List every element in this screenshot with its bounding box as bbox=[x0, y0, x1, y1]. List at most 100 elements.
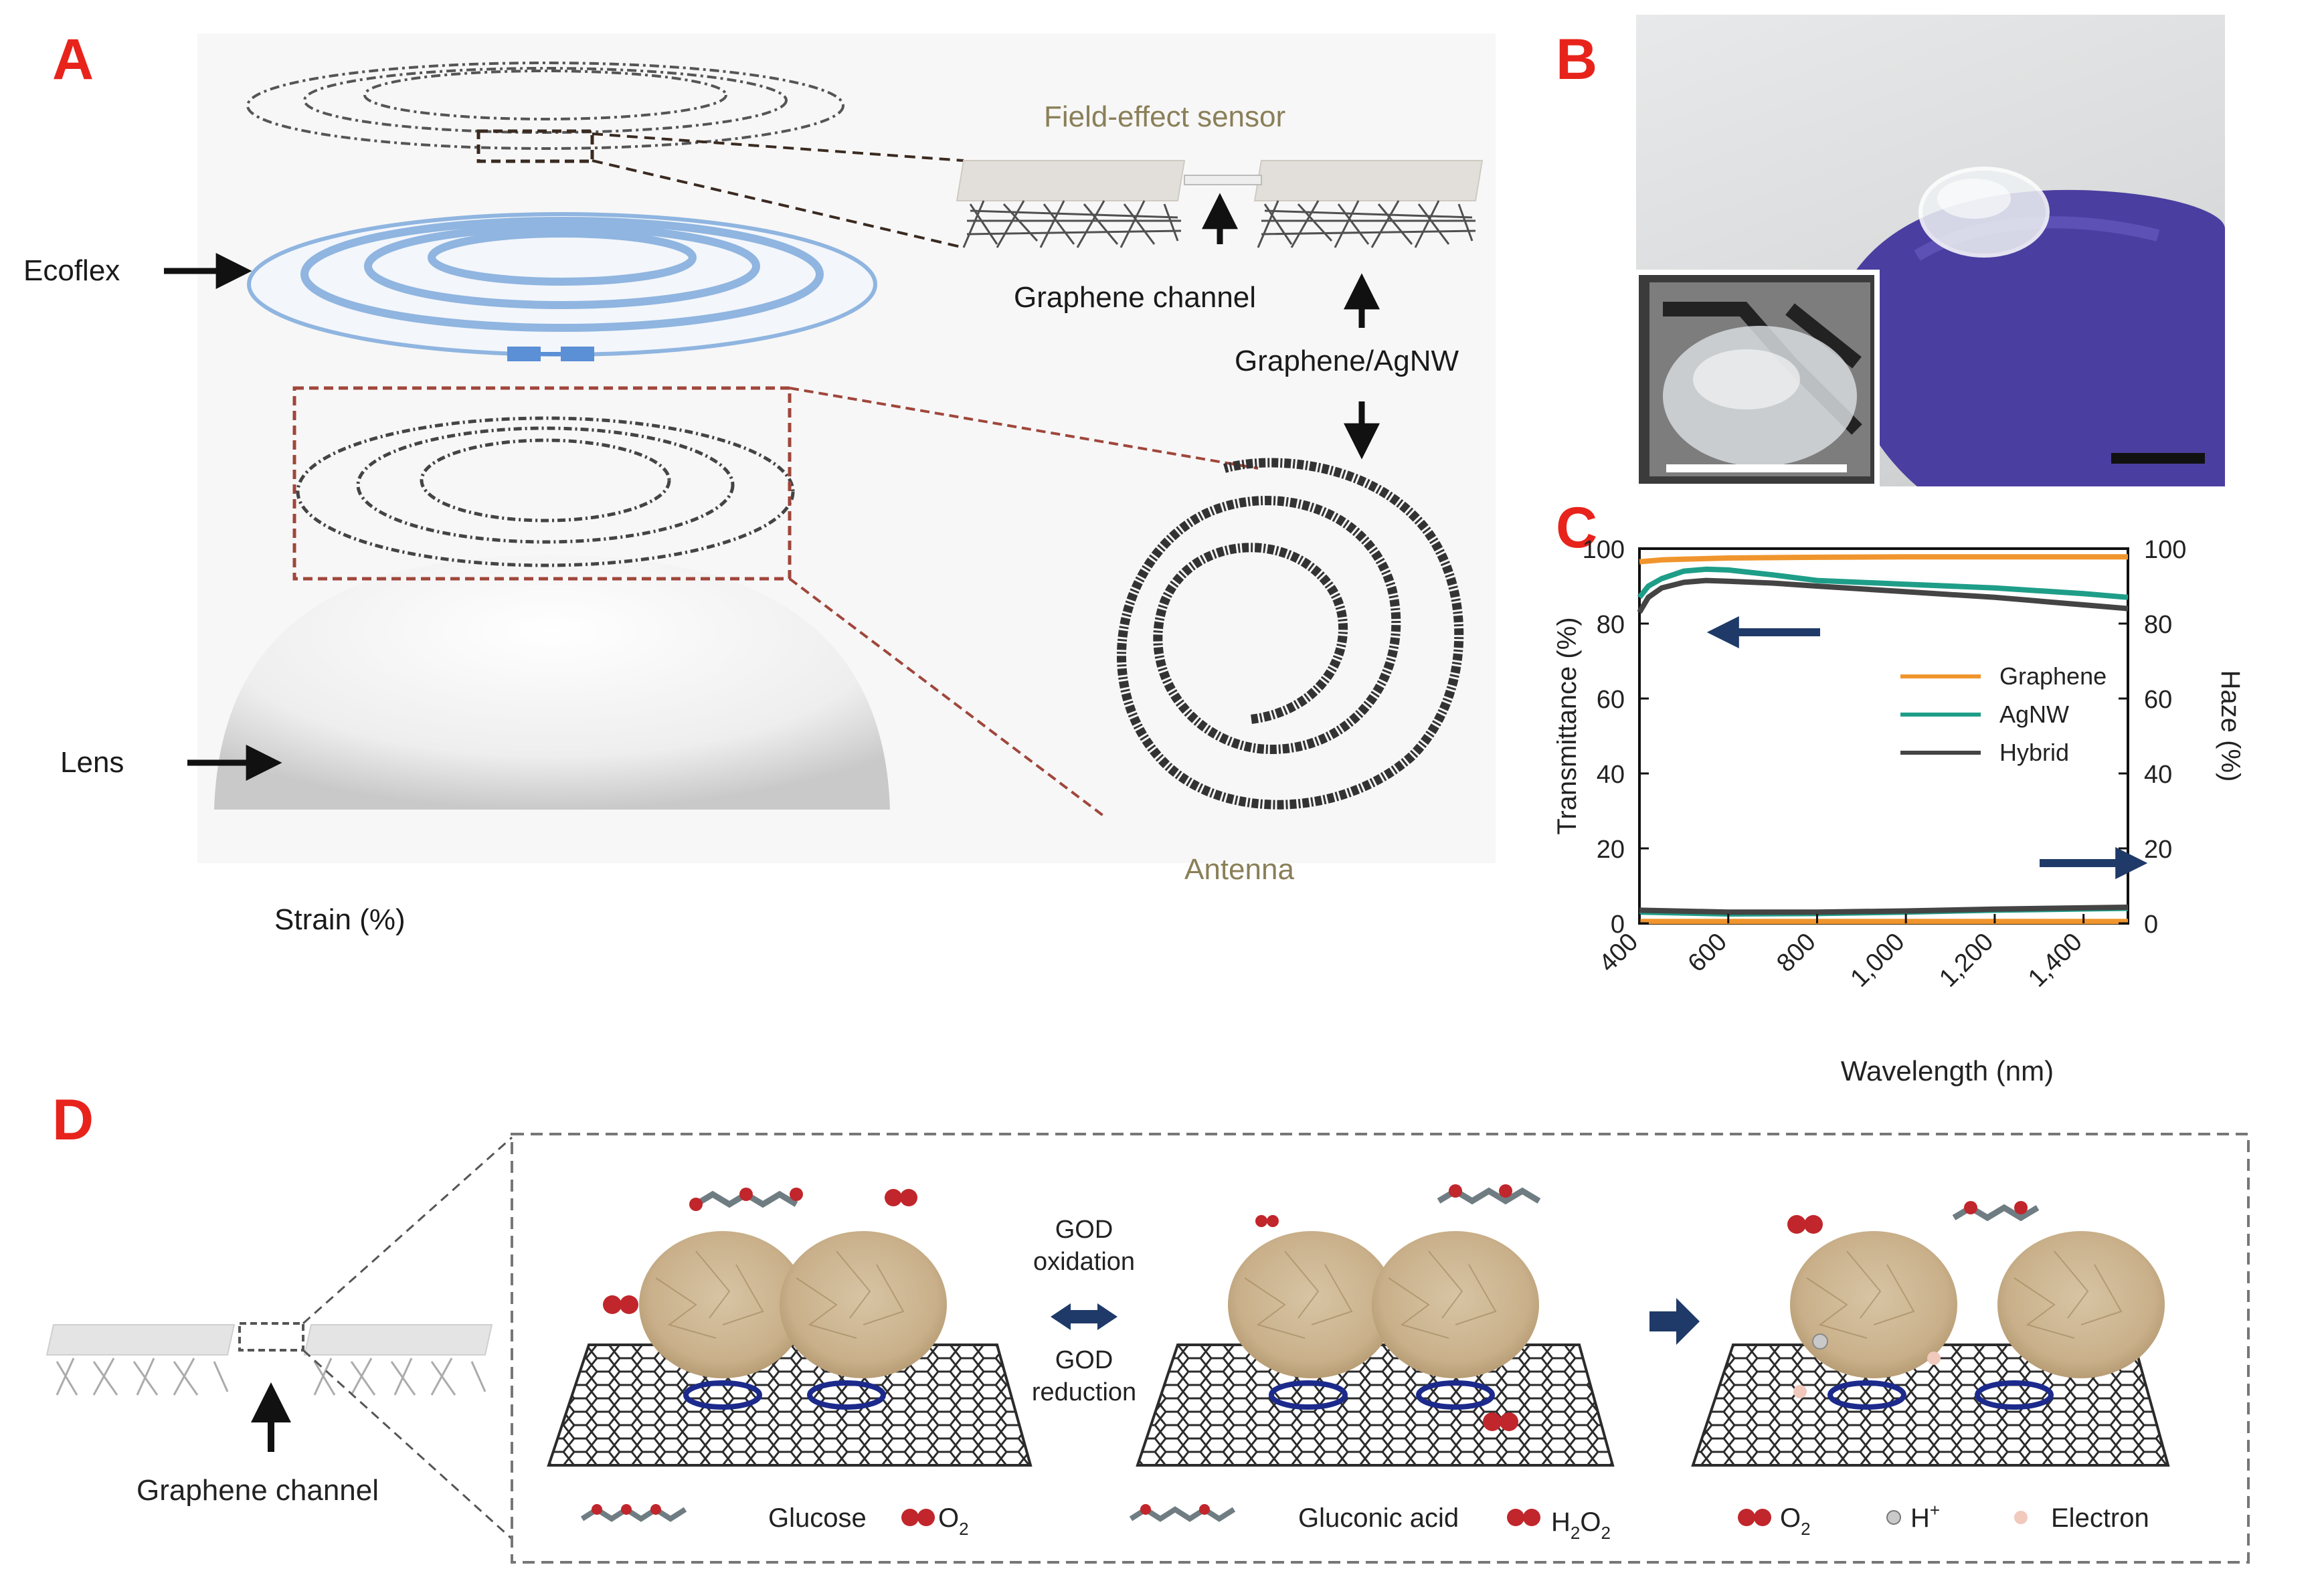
antenna-zoom-line-bottom bbox=[788, 577, 1105, 818]
o2-molecule-3 bbox=[1787, 1215, 1806, 1234]
graphene-channel-label-a: Graphene channel bbox=[1014, 281, 1257, 314]
legend-label-agnw: AgNW bbox=[1999, 701, 2070, 728]
y-tick-label-right: 0 bbox=[2144, 911, 2158, 939]
ecoflex-pad-left bbox=[507, 347, 541, 361]
h-plus-legend-glyph bbox=[1886, 1510, 1901, 1525]
panel-label-a: A bbox=[52, 27, 94, 92]
panel-label-c: C bbox=[1556, 496, 1598, 560]
x-tick-label: 800 bbox=[1771, 928, 1821, 978]
y-tick-label-right: 60 bbox=[2144, 686, 2172, 714]
antenna-ring-layer bbox=[296, 416, 795, 567]
o2-legend-glyph-a bbox=[901, 1509, 919, 1526]
antenna-zoom-box bbox=[292, 386, 792, 581]
o2-legend-glyph-b bbox=[1738, 1509, 1755, 1526]
h2o2-legend-glyph bbox=[1507, 1509, 1524, 1526]
legend-item-agnw: AgNW bbox=[1900, 701, 2069, 729]
sensor-zoom-line-top bbox=[592, 132, 964, 162]
god-enzyme-1b bbox=[780, 1231, 947, 1378]
o2-molecule-1a bbox=[885, 1189, 902, 1206]
x-tick-label: 1,400 bbox=[2023, 928, 2088, 993]
panel-label-d: D bbox=[52, 1088, 94, 1152]
x-axis-label: Wavelength (nm) bbox=[1841, 1055, 2054, 1087]
strain-label: Strain (%) bbox=[274, 903, 406, 936]
y-tick-label-left: 60 bbox=[1597, 686, 1625, 714]
legend-item-hybrid: Hybrid bbox=[1900, 739, 2069, 767]
god-enzyme-3b bbox=[1997, 1231, 2165, 1378]
panel-d-illustration: Glucose O2 Gluconic acid H2O2 O2 H+ Elec… bbox=[46, 1133, 2250, 1564]
god-reduction-label-2: reduction bbox=[1032, 1378, 1136, 1406]
series-line-hybrid-right bbox=[1639, 904, 2129, 915]
y-tick-label-left: 100 bbox=[1583, 536, 1625, 564]
scale-bar-inset bbox=[1666, 464, 1847, 472]
scale-bar-b bbox=[2111, 453, 2205, 464]
sensor-zoom-box bbox=[476, 129, 594, 163]
electron-legend-glyph bbox=[2014, 1511, 2028, 1524]
y-tick-label-left: 80 bbox=[1597, 611, 1625, 639]
stage-2 bbox=[1136, 1184, 1615, 1467]
series-line-agnw-left bbox=[1637, 566, 2129, 600]
antenna-zoom-line-top bbox=[789, 387, 1259, 470]
legend-item-graphene: Graphene bbox=[1900, 662, 2107, 690]
stage-3 bbox=[1691, 1201, 2170, 1467]
legend-swatch-graphene bbox=[1900, 674, 1981, 678]
graphene-sheet-1 bbox=[547, 1343, 1033, 1467]
ecoflex-pad-right bbox=[561, 347, 594, 361]
y-tick-label-left: 20 bbox=[1597, 836, 1625, 864]
lens-on-finger-photo bbox=[1636, 15, 2225, 486]
stage-arrow bbox=[1649, 1298, 1700, 1345]
x-tick-label: 1,000 bbox=[1846, 928, 1910, 993]
legend-swatch-agnw bbox=[1900, 713, 1981, 717]
y-tick-label-right: 80 bbox=[2144, 611, 2172, 639]
purple-glove bbox=[1842, 189, 2225, 486]
h2o2-legend-label: H2O2 bbox=[1551, 1507, 1611, 1543]
stage-1 bbox=[547, 1188, 1033, 1467]
legend-label-hybrid: Hybrid bbox=[1999, 739, 2070, 766]
y-tick-label-left: 40 bbox=[1597, 761, 1625, 789]
y-tick-label-right: 100 bbox=[2144, 536, 2186, 564]
graphene-channel-label-d: Graphene channel bbox=[137, 1474, 379, 1507]
panel-label-b: B bbox=[1556, 27, 1598, 92]
y-axis-label-right: Haze (%) bbox=[2216, 670, 2242, 782]
y-axis-label-left: Transmittance (%) bbox=[1552, 617, 1582, 834]
glucose-legend-label: Glucose bbox=[768, 1503, 867, 1533]
graphene-sheet-3 bbox=[1691, 1343, 2170, 1467]
god-enzyme-3a bbox=[1790, 1231, 1957, 1378]
god-oxidation-label-2: oxidation bbox=[1033, 1248, 1135, 1276]
h-plus-3 bbox=[1812, 1333, 1828, 1350]
sensor-zoom-line-bottom bbox=[592, 159, 964, 249]
god-enzyme-2b bbox=[1372, 1231, 1539, 1378]
legend-swatch-hybrid bbox=[1900, 751, 1981, 755]
god-double-arrow bbox=[1051, 1303, 1118, 1330]
god-enzyme-2a bbox=[1228, 1231, 1395, 1378]
h-plus-legend-label: H+ bbox=[1910, 1500, 1940, 1533]
x-tick-label: 1,200 bbox=[1934, 928, 1999, 993]
graphene-agnw-label: Graphene/AgNW bbox=[1235, 345, 1459, 377]
series-line-hybrid-left bbox=[1637, 577, 2129, 614]
antenna-label: Antenna bbox=[1184, 853, 1294, 886]
ecoflex-label: Ecoflex bbox=[23, 254, 120, 287]
x-tick-label: 600 bbox=[1683, 928, 1733, 978]
antenna-spiral bbox=[1117, 458, 1464, 810]
legend-label-graphene: Graphene bbox=[1999, 662, 2107, 690]
series-line-graphene-left bbox=[1639, 554, 2128, 565]
panel-a-illustration bbox=[164, 33, 1496, 863]
lens-label: Lens bbox=[60, 746, 124, 779]
electron-3 bbox=[1793, 1385, 1807, 1398]
god-oxidation-label-1: GOD bbox=[1055, 1216, 1113, 1244]
y-tick-label-right: 40 bbox=[2144, 761, 2172, 789]
field-effect-sensor-label: Field-effect sensor bbox=[1044, 100, 1286, 133]
h2o2-molecule-2 bbox=[1483, 1412, 1502, 1431]
inset-photo bbox=[1636, 270, 1880, 486]
o2-legend-label-a: O2 bbox=[938, 1503, 969, 1539]
y-tick-label-right: 20 bbox=[2144, 836, 2172, 864]
o2-legend-label-b: O2 bbox=[1780, 1503, 1811, 1539]
y-tick-label-left: 0 bbox=[1611, 911, 1625, 939]
gluconic-legend-label: Gluconic acid bbox=[1298, 1503, 1459, 1533]
small-sensor-drawing bbox=[46, 1322, 493, 1452]
graphene-sheet-2 bbox=[1136, 1343, 1615, 1467]
electron-legend-label: Electron bbox=[2051, 1503, 2149, 1533]
lens-dome bbox=[214, 555, 890, 810]
field-effect-sensor-drawing bbox=[956, 160, 1484, 460]
o2-molecule-1b bbox=[603, 1295, 622, 1314]
